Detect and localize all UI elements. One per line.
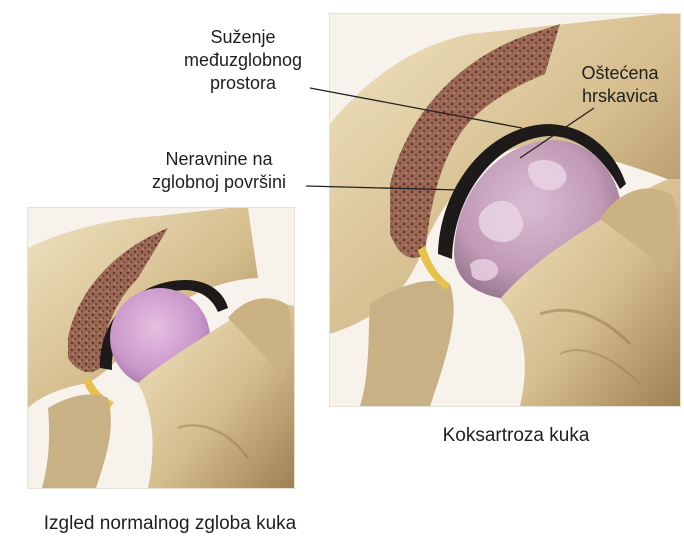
ischium-bone — [42, 394, 111, 488]
label-line: Oštećena — [556, 62, 684, 85]
label-line: Suženje — [158, 26, 328, 49]
label-line: hrskavica — [556, 85, 684, 108]
label-line: Neravnine na — [130, 148, 308, 171]
label-surface-irregularities: Neravnine na zglobnoj površini — [130, 148, 308, 194]
normal-hip-illustration — [28, 208, 294, 488]
label-damaged-cartilage: Oštećena hrskavica — [556, 62, 684, 108]
label-joint-space-narrowing: Suženje međuzglobnog prostora — [158, 26, 328, 95]
label-line: prostora — [158, 72, 328, 95]
caption-normal-hip: Izgled normalnog zgloba kuka — [0, 512, 340, 535]
label-line: međuzglobnog — [158, 49, 328, 72]
label-line: zglobnoj površini — [130, 171, 308, 194]
caption-coxarthrosis: Koksartroza kuka — [396, 424, 636, 447]
